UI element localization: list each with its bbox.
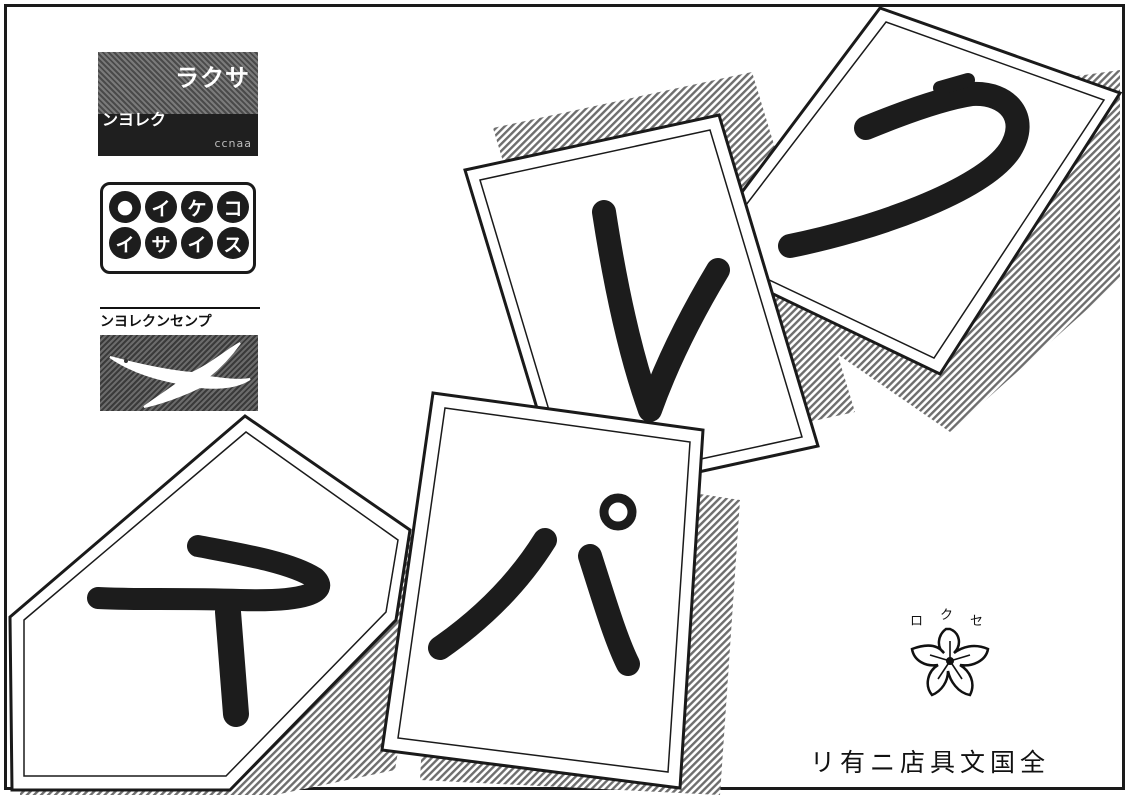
badge-coke-char: ● bbox=[109, 191, 141, 223]
bird-icon bbox=[109, 342, 251, 408]
badge-coke: ● イ ケ コ イ サ イ ス bbox=[100, 182, 256, 274]
card-ku bbox=[691, 6, 1123, 376]
badge-pensen-picture bbox=[100, 335, 258, 411]
badge-pensen-title: ンヨレクンセンプ bbox=[100, 307, 260, 331]
badge-rakusa: ラクサ ンヨレク ccnaa bbox=[98, 52, 258, 156]
brand-kana: ク bbox=[940, 608, 953, 623]
badge-coke-char: ケ bbox=[181, 191, 213, 223]
badge-rakusa-bottom bbox=[98, 114, 258, 156]
card-re bbox=[463, 113, 820, 503]
badge-coke-row-1: ● イ ケ コ bbox=[109, 191, 249, 223]
badge-coke-char: イ bbox=[145, 191, 177, 223]
brand-kana: セ bbox=[970, 614, 983, 629]
badge-coke-row-2: イ サ イ ス bbox=[109, 227, 249, 259]
badge-pensen: ンヨレクンセンプ bbox=[100, 307, 260, 411]
brand-kana: ロ bbox=[910, 614, 923, 629]
badge-rakusa-top bbox=[98, 52, 258, 114]
badge-coke-char: コ bbox=[217, 191, 249, 223]
maker-name: リ有ニ店具文国全 bbox=[810, 748, 1051, 777]
card-yo bbox=[8, 414, 412, 792]
badge-rakusa-title: ラクサ bbox=[175, 64, 250, 92]
badge-coke-char: ス bbox=[217, 227, 249, 259]
badge-rakusa-small-text: ccnaa bbox=[214, 137, 252, 150]
card-pa bbox=[380, 391, 705, 790]
badge-coke-char: イ bbox=[109, 227, 141, 259]
badge-coke-char: イ bbox=[181, 227, 213, 259]
outer-border bbox=[4, 4, 1125, 790]
badge-coke-char: サ bbox=[145, 227, 177, 259]
sakura-icon: ロ ク セ bbox=[910, 608, 990, 697]
badge-rakusa-subtitle: ンヨレク bbox=[102, 110, 167, 129]
